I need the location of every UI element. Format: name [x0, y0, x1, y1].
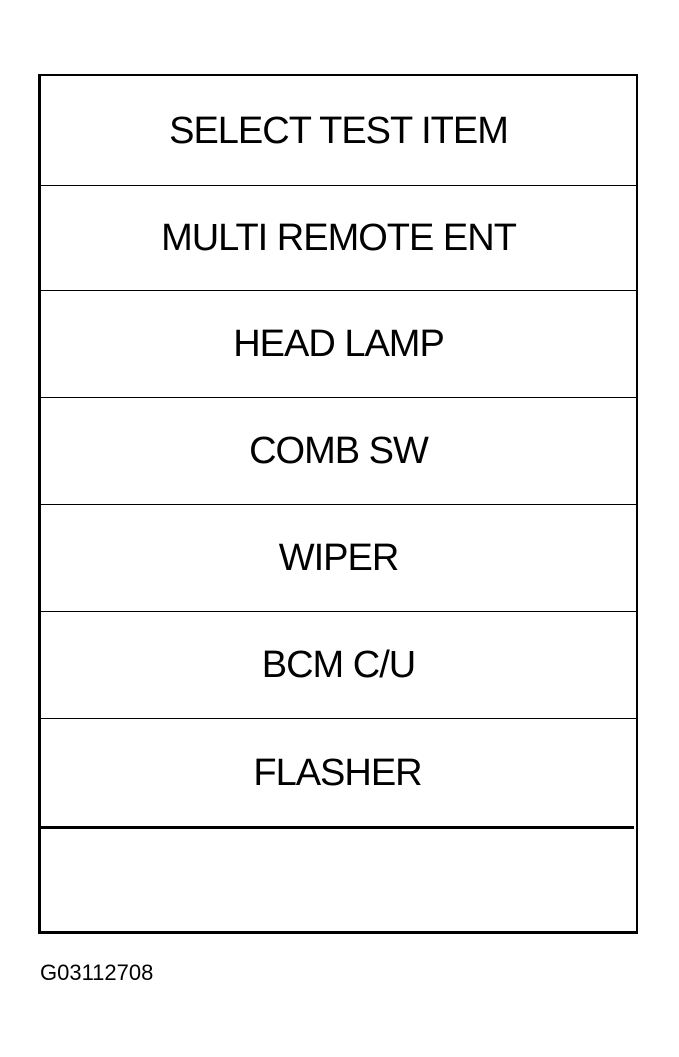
consult-screen: SELECT TEST ITEM MULTI REMOTE ENT HEAD L…: [38, 74, 638, 934]
test-item-comb-sw[interactable]: COMB SW: [41, 398, 636, 505]
screen-title: SELECT TEST ITEM: [169, 109, 509, 152]
test-item-label: COMB SW: [249, 430, 429, 472]
test-item-head-lamp[interactable]: HEAD LAMP: [41, 291, 636, 398]
test-item-wiper[interactable]: WIPER: [41, 505, 636, 612]
test-item-flasher[interactable]: FLASHER: [41, 719, 634, 829]
test-item-multi-remote-ent[interactable]: MULTI REMOTE ENT: [41, 186, 636, 291]
empty-row: [41, 829, 636, 931]
test-item-label: MULTI REMOTE ENT: [161, 217, 517, 259]
test-item-bcm-cu[interactable]: BCM C/U: [41, 612, 636, 719]
screen-title-row: SELECT TEST ITEM: [41, 76, 636, 186]
test-item-label: FLASHER: [253, 751, 422, 794]
figure-id: G03112708: [40, 960, 154, 985]
test-item-label: HEAD LAMP: [233, 323, 445, 365]
test-item-label: WIPER: [278, 537, 400, 579]
test-item-label: BCM C/U: [261, 644, 416, 686]
